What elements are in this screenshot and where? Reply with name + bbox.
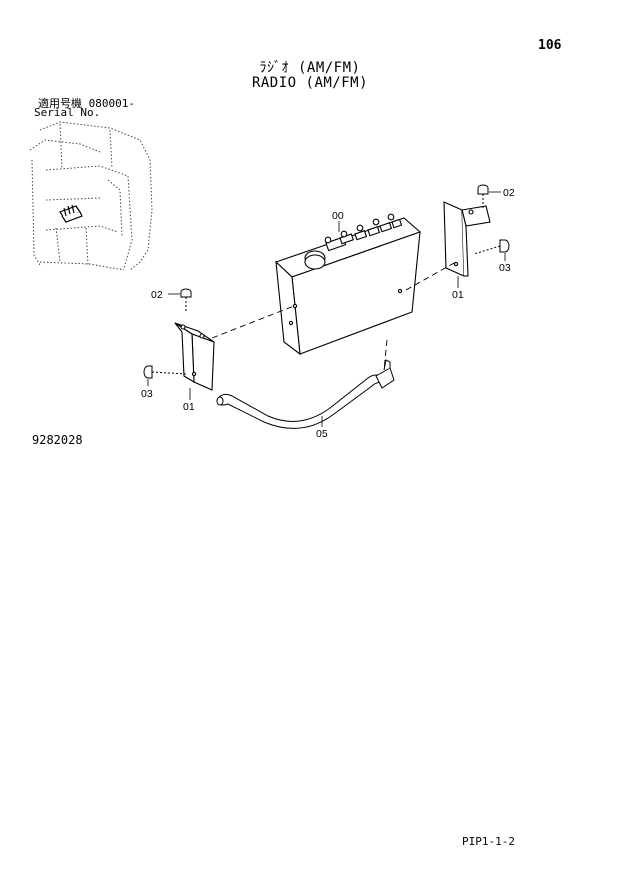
callout-nut-left: 03 <box>141 388 153 400</box>
callout-nut-right: 03 <box>499 262 511 274</box>
document-code: PIP1-1-2 <box>462 835 515 848</box>
callout-bracket-left: 01 <box>183 401 195 413</box>
callout-radio: 00 <box>332 210 344 222</box>
serial-label-english: Serial No. <box>34 106 101 119</box>
callout-bolt-left: 02 <box>151 289 163 301</box>
drawing-number: 9282028 <box>32 433 83 447</box>
nut-left <box>143 365 187 379</box>
page-number: 106 <box>538 38 562 53</box>
serial-label-japanese: 適用号機 080001- <box>38 97 135 110</box>
callout-antenna-cable: 05 <box>316 428 328 440</box>
antenna-cable <box>216 359 395 429</box>
callout-bolt-right: 02 <box>503 187 515 199</box>
radio-location-marker <box>59 204 83 223</box>
bolt-left <box>180 288 192 312</box>
nut-right <box>473 239 510 255</box>
machine-location-sketch <box>29 121 153 271</box>
title-japanese: ﾗｼﾞｵ (AM/FM) <box>259 60 361 76</box>
callout-labels: 00 02 02 03 03 01 01 05 <box>141 187 515 440</box>
callout-bracket-right: 01 <box>452 289 464 301</box>
bolt-right <box>477 184 489 208</box>
title-english: RADIO (AM/FM) <box>251 75 369 91</box>
bracket-right <box>443 201 491 277</box>
radio-unit <box>274 213 422 356</box>
bracket-left <box>174 322 215 391</box>
leader-lines <box>147 191 506 427</box>
